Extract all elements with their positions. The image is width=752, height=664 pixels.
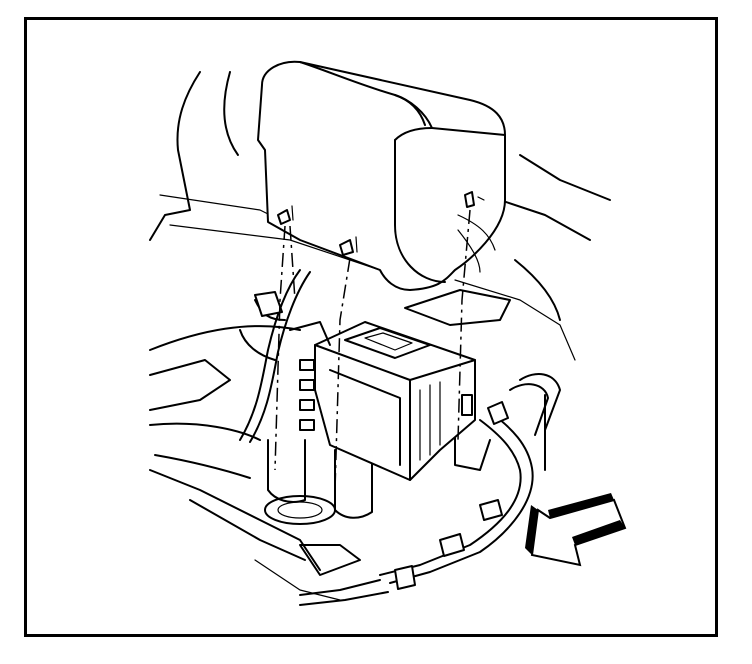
- clip: [277, 191, 485, 256]
- floor-panel: [149, 71, 611, 601]
- alignment-lines: [274, 209, 471, 491]
- direction-arrow: [525, 493, 627, 567]
- wiring-harness-left: [239, 269, 331, 443]
- wiring-harness: [299, 373, 561, 606]
- module: [299, 321, 476, 481]
- cover: [257, 60, 506, 291]
